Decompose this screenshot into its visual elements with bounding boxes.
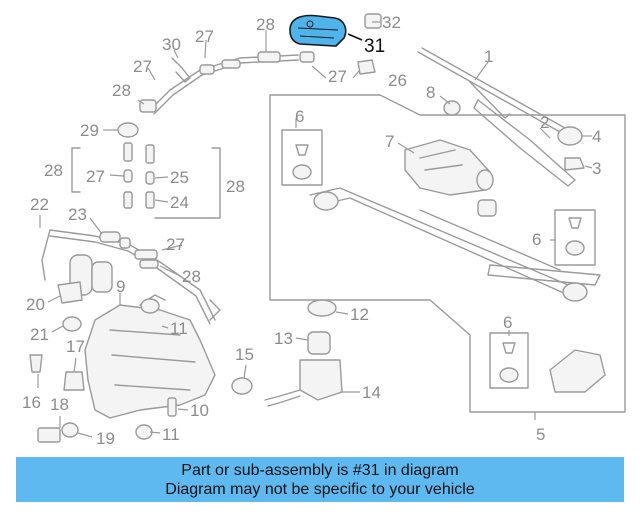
callout-25: 25	[170, 168, 189, 187]
callout-2: 2	[540, 113, 549, 132]
callout-14: 14	[362, 383, 381, 402]
callouts: 1 2 3 4 5 6 6 6 7 8 9 10 11 11 12 13 14 …	[22, 13, 601, 448]
grommet-21	[62, 316, 82, 332]
hardware-stack	[71, 122, 221, 219]
cap-12	[307, 299, 337, 317]
callout-8: 8	[426, 83, 435, 102]
leader-lines	[37, 21, 593, 438]
callout-15: 15	[235, 345, 254, 364]
cap-4	[557, 126, 583, 146]
wiper-motor	[404, 139, 494, 196]
seal-19	[61, 422, 79, 438]
callout-13: 13	[274, 329, 293, 348]
clip-30	[171, 57, 191, 83]
plug-16	[29, 354, 43, 373]
wiper-arm	[473, 99, 576, 187]
callout-28a: 28	[256, 15, 275, 34]
callout-24: 24	[170, 193, 189, 212]
nut-8	[443, 100, 461, 116]
callout-28b: 28	[112, 81, 131, 100]
sensor-18	[37, 427, 61, 443]
callout-11b: 11	[162, 425, 180, 444]
bracket	[549, 349, 606, 393]
callout-17: 17	[66, 337, 85, 356]
nut-3	[564, 157, 585, 171]
banner-line-1: Part or sub-assembly is #31 in diagram	[181, 461, 459, 479]
callout-27e: 27	[328, 67, 347, 86]
washer-reservoir	[84, 294, 221, 419]
grommet-box-right	[554, 209, 596, 266]
callout-12: 12	[350, 305, 369, 324]
callout-31: 31	[364, 36, 385, 57]
callout-6c: 6	[503, 313, 512, 332]
callout-28d: 28	[226, 177, 245, 196]
frame-5	[269, 94, 626, 413]
callout-27d: 27	[166, 235, 185, 254]
filler-13	[307, 331, 331, 355]
nozzle-32	[364, 13, 382, 29]
callout-26: 26	[388, 71, 407, 90]
callout-28c: 28	[44, 161, 63, 180]
washer-hose-lower	[41, 229, 216, 325]
callout-5: 5	[536, 425, 545, 444]
callout-27a: 27	[195, 27, 214, 46]
highlighted-part-31	[289, 14, 347, 47]
callout-23: 23	[68, 205, 87, 224]
callout-21: 21	[30, 325, 49, 344]
callout-11a: 11	[170, 319, 188, 338]
callout-27c: 27	[86, 167, 105, 186]
seal-15	[231, 377, 253, 395]
callout-20: 20	[26, 295, 45, 314]
banner-line-2: Diagram may not be specific to your vehi…	[165, 480, 475, 498]
callout-7: 7	[385, 132, 394, 151]
callout-28e: 28	[182, 267, 201, 286]
callout-30: 30	[162, 35, 181, 54]
filler-neck-14	[264, 359, 343, 407]
callout-29: 29	[80, 121, 99, 140]
info-banner: Part or sub-assembly is #31 in diagram D…	[16, 457, 624, 502]
callout-16: 16	[22, 393, 41, 412]
callout-18: 18	[50, 395, 69, 414]
wiper-linkage	[309, 187, 601, 302]
washer-pump	[57, 254, 113, 304]
parts-diagram: 1 2 3 4 5 6 6 6 7 8 9 10 11 11 12 13 14 …	[22, 13, 626, 448]
callout-3: 3	[592, 159, 601, 178]
grommet-box-bottom	[489, 332, 529, 389]
callout-6b: 6	[532, 230, 541, 249]
washer-hose-upper	[139, 51, 315, 115]
grommet-17	[63, 371, 85, 391]
callout-4: 4	[592, 127, 601, 146]
clip-26	[357, 59, 376, 75]
callout-19: 19	[96, 429, 115, 448]
grommet-box-top	[281, 129, 323, 186]
callout-32: 32	[382, 13, 401, 32]
callout-27b: 27	[133, 57, 152, 76]
screw-10	[167, 397, 177, 417]
callout-10: 10	[190, 401, 209, 420]
callout-22: 22	[30, 195, 49, 214]
callout-6a: 6	[295, 107, 304, 126]
wiper-blade	[417, 47, 566, 133]
callout-1: 1	[484, 47, 493, 66]
callout-9: 9	[116, 277, 125, 296]
nut-11	[135, 298, 160, 440]
